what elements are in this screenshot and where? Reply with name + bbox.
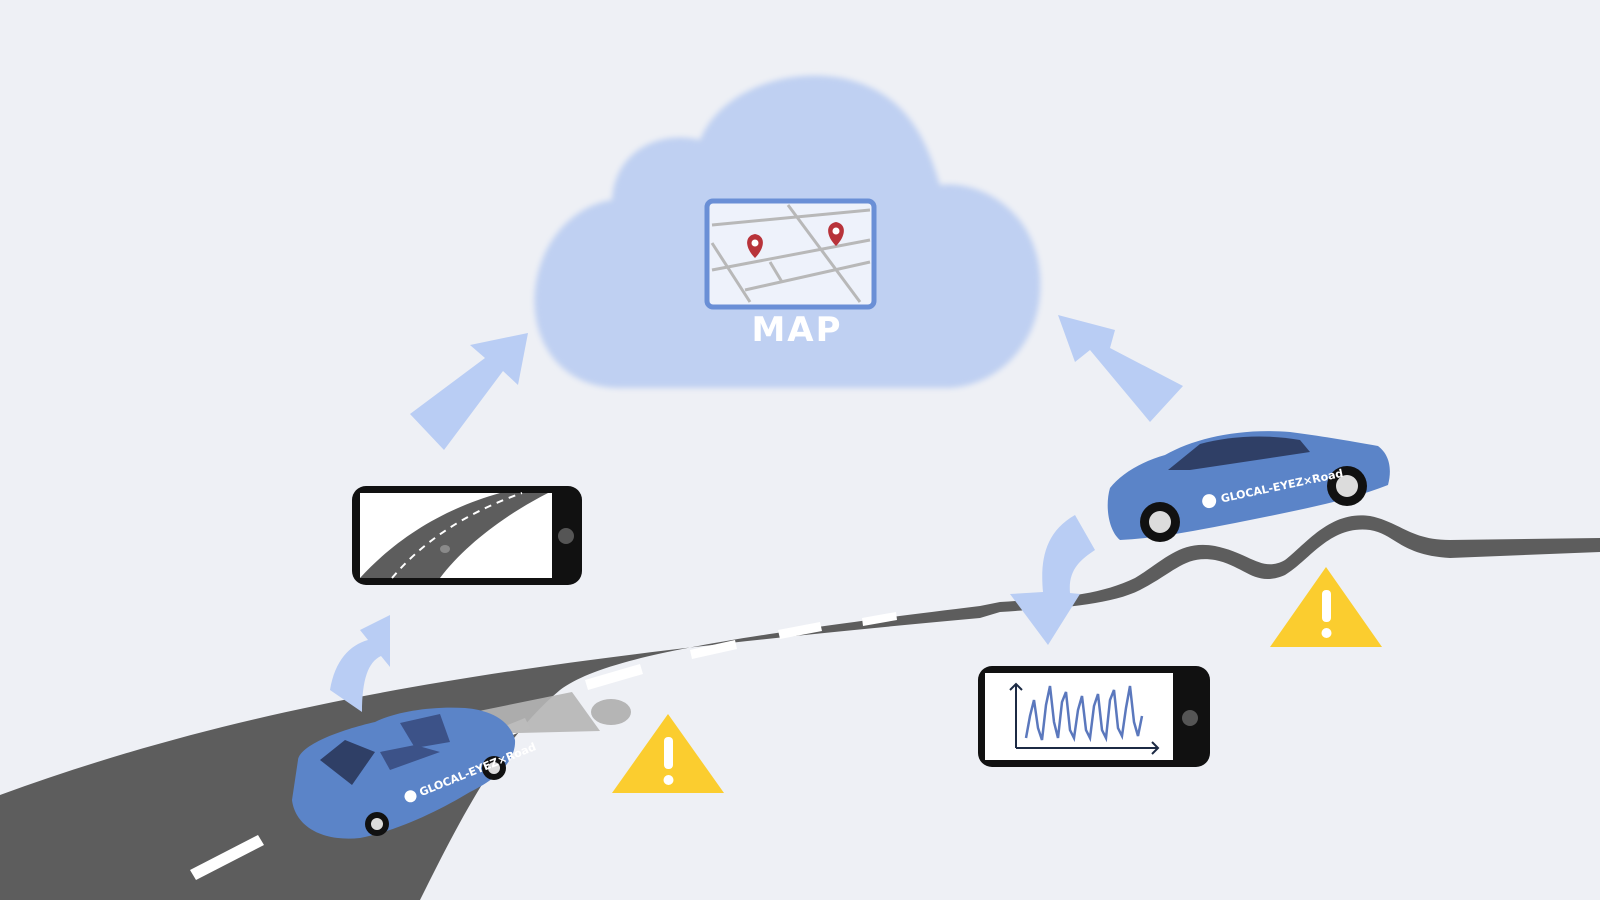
- smartphone-icon: [352, 486, 582, 585]
- pothole: [591, 699, 631, 725]
- smartphone-icon: [978, 666, 1210, 767]
- upload-arrow-icon: [410, 333, 528, 450]
- warning-icon: [1270, 567, 1382, 647]
- signal-line: [1024, 685, 1144, 743]
- upload-arrow-icon: [1058, 315, 1183, 422]
- map-label: MAP: [751, 310, 842, 350]
- curved-arrow-icon: [330, 615, 390, 712]
- map-pin-icon: [747, 234, 763, 258]
- map-pin-icon: [828, 222, 844, 246]
- car-wheel: [1327, 466, 1367, 506]
- car-icon: GLOCAL-EYEZ×Road: [1107, 431, 1390, 542]
- curved-arrow-icon: [1010, 515, 1095, 645]
- warning-icon: [612, 714, 724, 793]
- car-wheel: [482, 756, 506, 780]
- car-wheel: [1140, 502, 1180, 542]
- car-wheel: [365, 812, 389, 836]
- road: [0, 515, 1600, 900]
- map-icon: [704, 198, 877, 310]
